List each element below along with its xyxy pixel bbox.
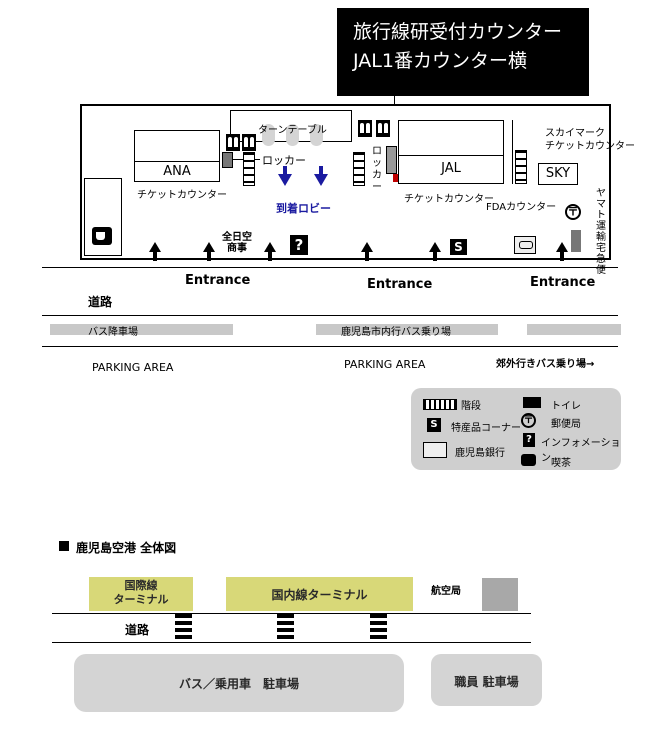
staff-parking-label: 職員 駐車場 — [454, 675, 519, 689]
legend-souvenir-icon: S — [427, 418, 441, 432]
crosswalk-3 — [370, 614, 387, 642]
overview-title: 鹿児島空港 全体図 — [76, 541, 177, 555]
post-office-icon: 〒 — [565, 204, 581, 220]
toilet-icon-left — [226, 134, 240, 151]
turntable-oval-2 — [286, 124, 299, 146]
entrance-label-3: Entrance — [530, 275, 596, 290]
entrance-arrow-icon-4 — [361, 242, 373, 261]
suburban-bus-label: 郊外行きバス乗り場→ — [496, 359, 595, 370]
ana-ticket-counter-label: チケットカウンター — [137, 190, 227, 201]
ana-label: ANA — [163, 164, 191, 179]
legend-info-glyph: ? — [526, 434, 532, 445]
parking-area-label-2: PARKING AREA — [344, 358, 426, 371]
arrival-arrow-stem-2 — [319, 166, 323, 175]
bus-drop-label: バス降車場 — [88, 327, 138, 338]
aviation-bureau-building — [482, 578, 518, 611]
road-label: 道路 — [88, 295, 113, 309]
legend-toilet-label: トイレ — [551, 401, 581, 412]
arrival-lobby-label: 到着ロビー — [276, 202, 331, 215]
callout-line1: 旅行線研受付カウンター — [353, 21, 563, 43]
aviation-bureau-label: 航空局 — [431, 586, 461, 597]
overview-road-bottom — [52, 642, 531, 643]
turntable-oval-3 — [310, 124, 323, 146]
legend-bank-label: 鹿児島銀行 — [455, 448, 505, 459]
bus-drop-area — [50, 324, 233, 335]
domestic-terminal-label: 国内線ターミナル — [271, 588, 368, 602]
crosswalk-2 — [277, 614, 294, 642]
info-icon-glyph: ? — [294, 236, 304, 254]
entrance-label-2: Entrance — [367, 277, 433, 292]
road-line-top — [42, 267, 618, 268]
arrival-arrow-stem-1 — [283, 166, 287, 175]
jal-ticket-counter-label: チケットカウンター — [404, 194, 494, 205]
domestic-terminal — [226, 577, 413, 611]
stairs-icon-left — [243, 152, 255, 186]
legend-info-icon: ? — [523, 433, 535, 447]
toilet-icon-right-2 — [376, 120, 390, 137]
jal-label: JAL — [441, 161, 461, 176]
yamato-label: ヤマト運輸宅急便 — [596, 188, 606, 276]
legend-cafe-label: 喫茶 — [551, 458, 571, 469]
legend-post-label: 郵便局 — [551, 419, 581, 430]
yamato-block — [571, 230, 581, 252]
stairs-icon-center — [353, 152, 365, 186]
bus-car-parking-label: バス／乗用車 駐車場 — [178, 677, 299, 691]
turntable-label: ターンテーブル — [258, 125, 327, 136]
arrival-arrow-icon-2 — [314, 174, 328, 186]
locker-right-label: ロッカー — [372, 146, 382, 193]
legend-cafe-icon — [521, 454, 536, 466]
crosswalk-1 — [175, 614, 192, 642]
intl-terminal — [89, 577, 193, 611]
arrival-arrow-icon-1 — [278, 174, 292, 186]
legend-souvenir-glyph: S — [430, 419, 438, 430]
city-bus-area — [316, 324, 498, 335]
bank-icon — [514, 236, 536, 254]
legend-post-icon: 〒 — [521, 413, 536, 428]
entrance-arrow-icon-2 — [203, 242, 215, 261]
souvenir-corner-glyph: S — [454, 240, 463, 254]
toilet-icon-right — [358, 120, 372, 137]
legend-toilet-icon — [523, 397, 541, 408]
overview-road-label: 道路 — [125, 623, 150, 637]
overview-bullet-icon — [59, 541, 69, 551]
legend-stairs-label: 階段 — [461, 401, 481, 412]
locker-right-block — [386, 146, 397, 174]
intl-terminal-label: 国際線 ターミナル — [113, 579, 169, 606]
souvenir-shop-label: 全日空 商事 — [222, 232, 252, 254]
locker-left-label: ロッカー — [262, 154, 306, 167]
road-line-mid — [42, 315, 618, 316]
overview-road-top — [52, 613, 531, 614]
entrance-arrow-icon-3 — [264, 242, 276, 261]
sky-label: SKY — [545, 166, 571, 181]
stairs-icon-right — [515, 150, 527, 184]
locker-left-block — [222, 152, 233, 168]
parking-area-label-1: PARKING AREA — [92, 361, 174, 374]
counter-callout: 旅行線研受付カウンター JAL1番カウンター横 — [337, 8, 589, 96]
staff-parking — [431, 654, 542, 706]
cafe-icon — [92, 227, 112, 245]
info-icon: ? — [290, 235, 308, 255]
bus-car-parking — [74, 654, 404, 712]
toilet-icon-left-2 — [242, 134, 256, 151]
souvenir-corner-icon: S — [450, 239, 467, 255]
callout-line2: JAL1番カウンター横 — [353, 50, 527, 72]
sky-counter-box: SKY — [538, 163, 578, 185]
legend-bank-icon — [423, 442, 447, 458]
entrance-arrow-icon-1 — [149, 242, 161, 261]
suburban-bus-area — [527, 324, 621, 335]
fda-counter-label: FDAカウンター — [486, 202, 557, 213]
entrance-label-1: Entrance — [185, 273, 251, 288]
legend-souvenir-label: 特産品コーナー — [451, 423, 521, 434]
legend-info-label: インフォメーション — [541, 438, 621, 464]
entrance-arrow-icon-6 — [556, 242, 568, 261]
jal-counter-box: JAL — [398, 120, 504, 184]
legend-stairs-icon — [423, 399, 457, 410]
city-bus-label: 鹿児島市内行バス乗り場 — [341, 327, 451, 338]
turntable-oval-1 — [262, 124, 275, 146]
ana-counter-box: ANA — [134, 130, 220, 182]
map-legend: 階段 トイレ S 特産品コーナー 〒 郵便局 ? インフォメーション 鹿児島銀行… — [411, 388, 621, 470]
road-line-bottom — [42, 346, 618, 347]
skymark-counter-label: スカイマーク チケットカウンター — [545, 128, 635, 152]
entrance-arrow-icon-5 — [429, 242, 441, 261]
